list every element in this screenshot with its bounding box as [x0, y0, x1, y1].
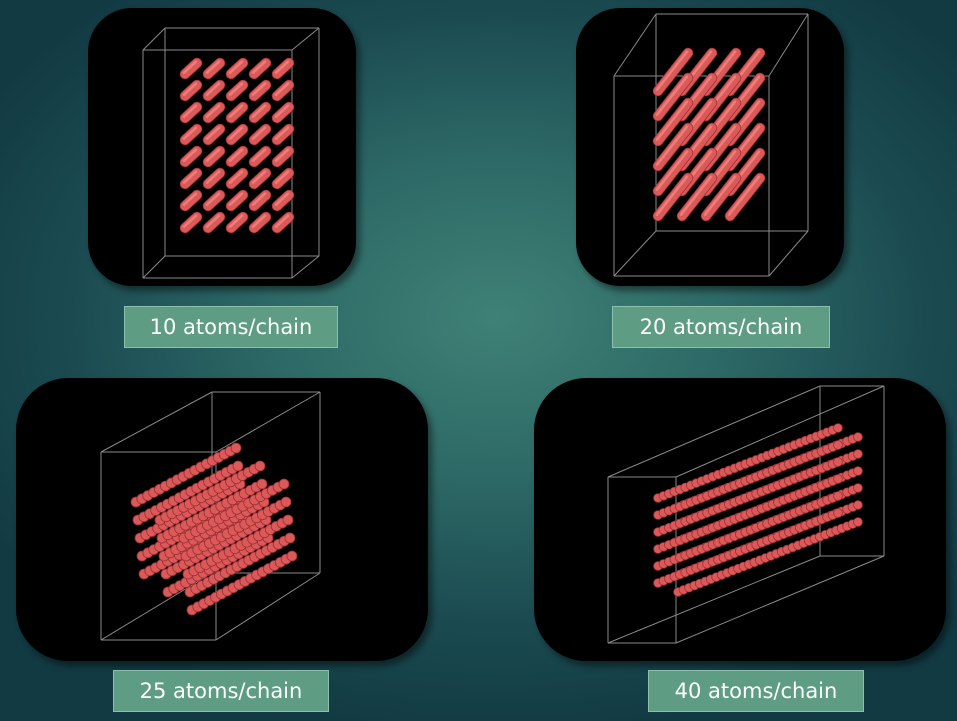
simulation-box-10-atoms [88, 8, 356, 286]
label-10-atoms-per-chain: 10 atoms/chain [124, 306, 338, 348]
chain-bead [854, 518, 863, 527]
simulation-box-25-atoms [16, 378, 428, 661]
chain-bead [834, 458, 843, 467]
box-edge [143, 256, 165, 278]
chain-bead [285, 533, 295, 543]
chain-bead [854, 433, 863, 442]
label-25-atoms-per-chain: 25 atoms/chain [113, 670, 329, 712]
label-20-atoms-per-chain: 20 atoms/chain [612, 306, 830, 348]
box-edge [769, 231, 808, 276]
simulation-panel-20-atoms [576, 8, 844, 286]
chain-bead [279, 479, 289, 489]
chain-bead [854, 467, 863, 476]
chain-bead [854, 484, 863, 493]
box-edge [614, 231, 656, 276]
simulation-panel-40-atoms [534, 378, 946, 661]
chain-bead [281, 497, 291, 507]
simulation-panel-25-atoms [16, 378, 428, 661]
chain-bead [255, 461, 265, 471]
simulation-box-40-atoms [534, 378, 946, 661]
chain-bead [287, 551, 297, 561]
chain-bead [257, 479, 267, 489]
chain-bead [854, 450, 863, 459]
simulation-panel-10-atoms [88, 8, 356, 286]
label-40-atoms-per-chain: 40 atoms/chain [648, 670, 864, 712]
chain-bead [854, 501, 863, 510]
simulation-box-20-atoms [576, 8, 844, 286]
box-edge [292, 28, 319, 50]
box-edge [101, 392, 212, 452]
chain-bead [834, 475, 843, 484]
chain-bead [283, 515, 293, 525]
chain-bead [834, 441, 843, 450]
chain-bead [834, 509, 843, 518]
chain-bead [233, 461, 243, 471]
box-edge [676, 556, 884, 643]
chain-bead [834, 424, 843, 433]
box-edge [292, 256, 319, 278]
box-edge [769, 14, 808, 76]
chain-bead [834, 492, 843, 501]
box-edge [143, 28, 165, 50]
box-edge [608, 556, 820, 643]
box-edge [614, 14, 656, 76]
chain-bead [231, 443, 241, 453]
box-edge [216, 392, 320, 452]
